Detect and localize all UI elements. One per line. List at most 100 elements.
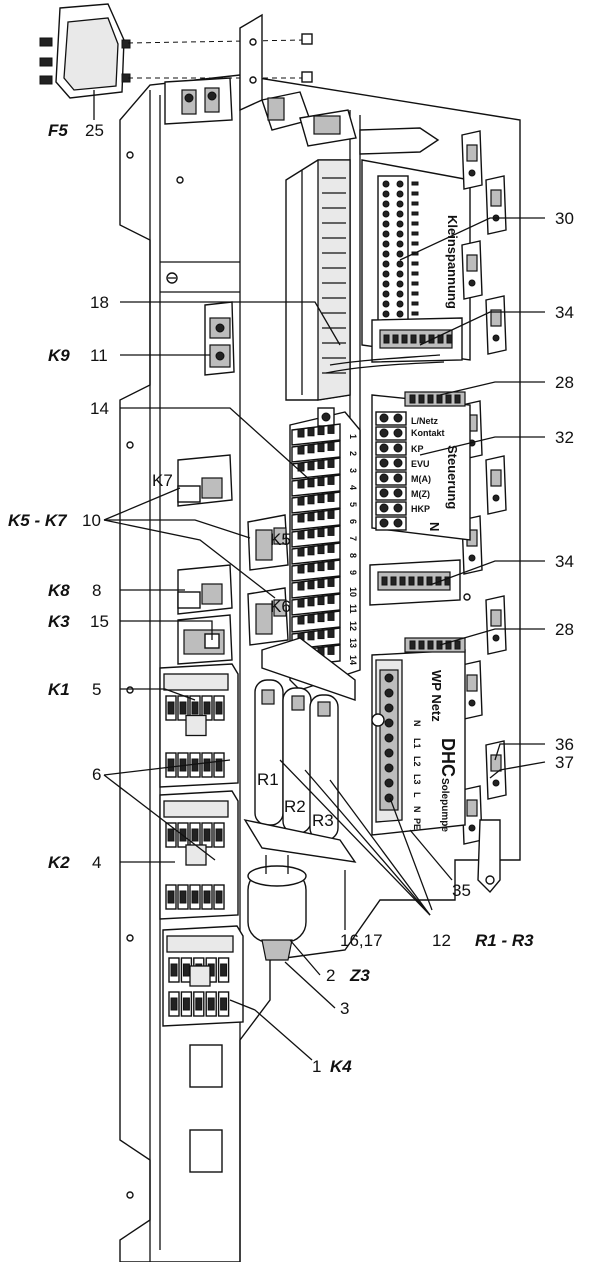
terminal-number: 5 [348, 502, 358, 507]
label-f5: F5 [48, 121, 68, 140]
term-evu: EVU [411, 459, 430, 469]
power-panel: WP Netz DHC Solepumpe N L1 L2 L3 L N PE … [371, 637, 466, 836]
label-30: 30 [555, 209, 574, 228]
dhc-label: DHC [438, 738, 458, 777]
label-r1-r3: R1 - R3 [475, 931, 534, 950]
terminal-number: 8 [348, 553, 358, 558]
terminal-number: 4 [348, 485, 358, 490]
label-k5: K5 [270, 530, 291, 549]
connector-34-upper [371, 317, 463, 363]
term-pe: PE [412, 818, 422, 830]
terminal-number: 10 [348, 587, 358, 597]
steuerung-panel: L/Netz Kontakt KP EVU M(A) M(Z) HKP Steu… [371, 391, 471, 541]
label-k3: K3 [48, 612, 70, 631]
terminal-number: 11 [348, 604, 358, 614]
label-36: 36 [555, 735, 574, 754]
term-mz: M(Z) [411, 489, 430, 499]
label-r2: R2 [284, 797, 306, 816]
connector-34-lower [369, 559, 461, 606]
label-k7: K7 [152, 471, 173, 490]
label-16-17: 16,17 [340, 931, 383, 950]
term-kontakt: Kontakt [411, 428, 445, 438]
label-5: 5 [92, 680, 101, 699]
ground-strap [477, 819, 501, 894]
label-8: 8 [92, 581, 101, 600]
n-mark-label: N [427, 522, 442, 531]
terminal-number: 6 [348, 519, 358, 524]
label-32: 32 [555, 428, 574, 447]
relay-k8 [177, 564, 233, 615]
term-l1: L1 [412, 738, 422, 749]
label-3: 3 [340, 999, 349, 1018]
kleinspannung-terminals: Kleinspannung [361, 159, 471, 361]
screws [301, 33, 313, 83]
terminal-number: 7 [348, 536, 358, 541]
label-k1: K1 [48, 680, 70, 699]
label-1: 1 [312, 1057, 321, 1076]
solepumpe-label: Solepumpe [439, 778, 450, 832]
term-n2: N [412, 806, 422, 813]
leader-lines [93, 118, 546, 1061]
terminal-number: 13 [348, 638, 358, 648]
terminal-number: 12 [348, 621, 358, 631]
label-z3: Z3 [349, 966, 370, 985]
wp-netz-label: WP Netz [429, 670, 444, 722]
relay-k6 [247, 587, 289, 646]
label-35: 35 [452, 881, 471, 900]
relay-k9 [204, 301, 235, 376]
terminal-number: 14 [348, 655, 358, 665]
label-2: 2 [326, 966, 335, 985]
label-10: 10 [82, 511, 101, 530]
term-ma: M(A) [411, 474, 431, 484]
capacitor-z3 [247, 855, 307, 961]
term-l-netz: L/Netz [411, 416, 439, 426]
label-k2: K2 [48, 853, 70, 872]
term-l2: L2 [412, 756, 422, 767]
top-terminal-clamp [164, 77, 233, 125]
label-k6: K6 [270, 597, 291, 616]
label-k4: K4 [330, 1057, 352, 1076]
label-28-lower: 28 [555, 620, 574, 639]
relay-k3 [177, 614, 233, 665]
steuerung-label: Steuerung [445, 445, 460, 509]
label-37: 37 [555, 753, 574, 772]
term-l: L [412, 792, 422, 798]
term-kp: KP [411, 444, 424, 454]
label-6: 6 [92, 765, 101, 784]
right-fuse-column [461, 130, 507, 845]
fuse-f5 [39, 3, 131, 118]
relay-k7 [177, 454, 233, 507]
terminal-number: 9 [348, 570, 358, 575]
label-34-upper: 34 [555, 303, 574, 322]
label-11: 11 [90, 346, 108, 365]
label-14: 14 [90, 399, 109, 418]
top-connectors [261, 91, 440, 155]
terminal-number: 2 [348, 451, 358, 456]
term-n: N [412, 720, 422, 727]
label-28-upper: 28 [555, 373, 574, 392]
terminal-number: 3 [348, 468, 358, 473]
label-k5-k7: K5 - K7 [8, 511, 68, 530]
label-15: 15 [90, 612, 109, 631]
term-l3: L3 [412, 774, 422, 785]
kleinspannung-label: Kleinspannung [445, 215, 460, 309]
contactor-k4 [162, 925, 244, 1027]
resistors-r1-r3 [243, 637, 357, 863]
terminal-number: 1 [348, 434, 358, 439]
label-18: 18 [90, 293, 109, 312]
label-r3: R3 [312, 811, 334, 830]
label-r1: R1 [257, 770, 279, 789]
contactor-k2 [159, 790, 239, 920]
label-k9: K9 [48, 346, 70, 365]
f5-bracket [239, 13, 263, 112]
label-34-lower: 34 [555, 552, 574, 571]
label-12: 12 [432, 931, 451, 950]
label-k8: K8 [48, 581, 70, 600]
label-4: 4 [92, 853, 101, 872]
relay-k5 [247, 514, 289, 571]
din-rail [285, 159, 351, 401]
term-hkp: HKP [411, 504, 430, 514]
label-25: 25 [85, 121, 104, 140]
